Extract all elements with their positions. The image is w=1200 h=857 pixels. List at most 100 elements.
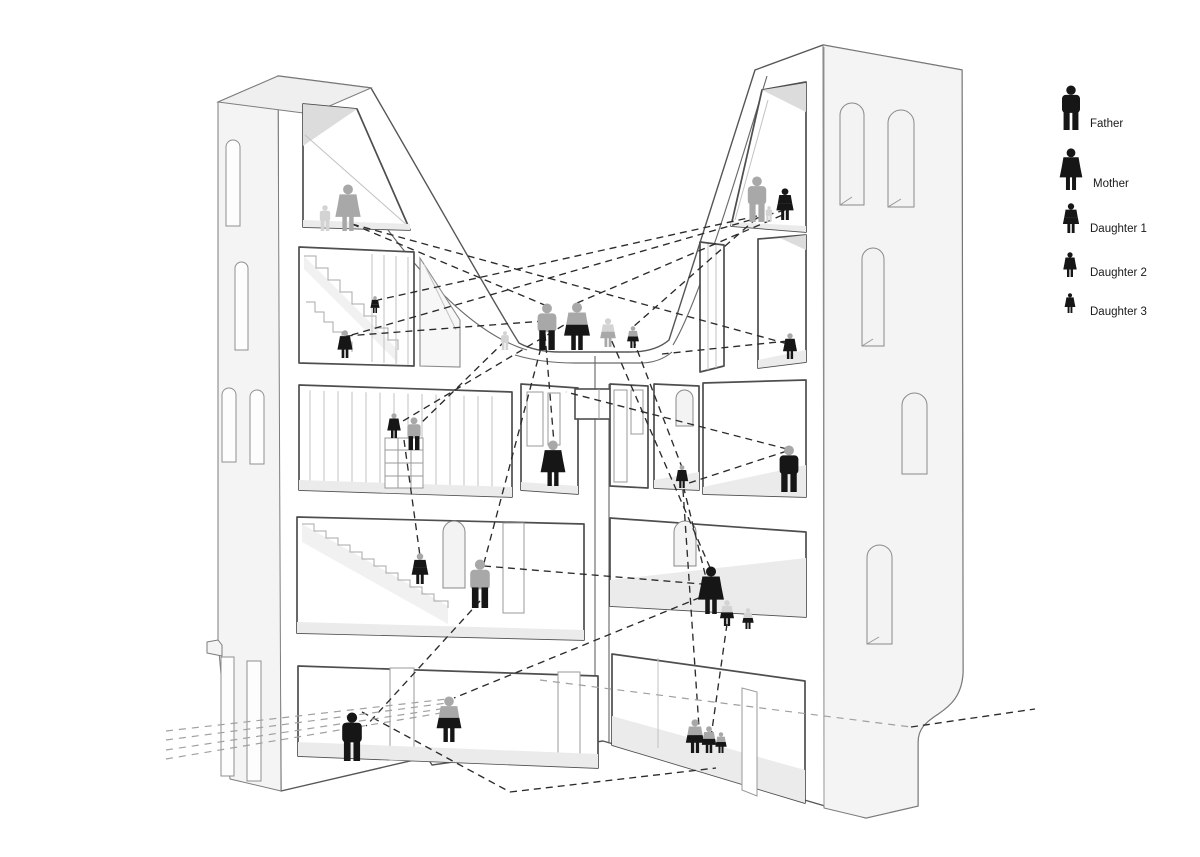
figure-floor2-father <box>470 559 490 608</box>
arch-window <box>249 389 265 465</box>
sight-line <box>606 329 712 571</box>
ceiling-shade <box>303 104 357 146</box>
legend: Father Mother Daughter 1 Daughter 2 Daug… <box>1059 85 1147 318</box>
figure-ground-daughter-2 <box>701 726 717 753</box>
arch-window <box>234 261 249 351</box>
sight-line <box>632 217 758 328</box>
legend-label-mother: Mother <box>1093 178 1129 190</box>
legend-icons <box>1059 85 1083 313</box>
slot-window <box>220 656 235 777</box>
ceiling-shade <box>762 83 806 112</box>
sight-line <box>483 565 703 585</box>
window-sill <box>861 338 874 347</box>
figure-terrace-mother <box>564 302 590 350</box>
arch-window <box>861 247 885 347</box>
sight-line <box>361 711 511 793</box>
exterior-windows <box>220 102 928 782</box>
figure-floor3-daughter-3 <box>675 465 689 488</box>
sight-lines-gray <box>165 679 912 760</box>
sight-line-exterior <box>165 698 448 732</box>
left-tower-ledge <box>206 639 223 657</box>
arch-window <box>887 109 915 208</box>
pier <box>389 667 415 761</box>
sight-line <box>365 600 481 727</box>
figure-ground-daughter-3 <box>715 732 727 753</box>
sight-line <box>351 223 789 345</box>
arch-window <box>225 139 241 227</box>
sight-line <box>403 439 421 557</box>
sight-line <box>397 318 575 425</box>
sight-line <box>377 215 758 301</box>
slot-window <box>246 660 262 782</box>
figure-floor2-daughter-3 <box>742 608 754 629</box>
figure-attic-right-child <box>765 206 773 222</box>
figure-attic-right-parent <box>747 176 767 222</box>
left-tower-roof-face <box>216 75 373 115</box>
figure-floor2-mother <box>698 566 724 614</box>
room-floor4-right-a <box>699 241 725 373</box>
sight-line-exterior <box>165 707 448 751</box>
window-sill <box>887 198 902 208</box>
window-sill <box>839 196 853 206</box>
figure-floor3-mother <box>540 440 566 486</box>
floor-shade <box>297 622 584 640</box>
sight-line-exterior <box>165 711 448 760</box>
legend-icon-daughter-1 <box>1062 203 1080 233</box>
staircase-steps <box>304 255 399 350</box>
sight-line <box>576 213 786 304</box>
pier <box>557 671 581 765</box>
legend-icon-father <box>1062 85 1080 130</box>
figure-terrace-child <box>501 331 509 350</box>
figure-stair-room-daughter <box>370 296 380 313</box>
figure-attic-left-child <box>319 205 331 231</box>
arch-window <box>221 387 237 463</box>
figure-floor2-daughter-2 <box>719 600 735 626</box>
floor-shade <box>758 350 806 368</box>
figure-floor4-right-daughter <box>782 333 798 359</box>
arch-window <box>901 392 928 475</box>
figure-ground-daughter-1 <box>685 719 705 753</box>
sight-line-exterior <box>165 702 448 741</box>
legend-label-father: Father <box>1090 118 1123 130</box>
room-floor2-left <box>296 516 585 641</box>
grand-staircase-steps <box>302 523 449 608</box>
figures-layer <box>319 176 799 761</box>
figure-floor3-father <box>779 445 799 492</box>
sight-line <box>509 767 717 793</box>
pier <box>741 687 758 797</box>
terrace-slab-edge <box>514 351 673 364</box>
window-sill <box>866 636 880 645</box>
figure-terrace-daughter-1 <box>600 318 616 347</box>
roof-underside-line <box>304 134 409 227</box>
figure-terrace-daughter-2 <box>627 326 639 348</box>
legend-label-daughter-3: Daughter 3 <box>1090 306 1147 318</box>
figure-stair-room-mother <box>337 330 353 358</box>
sight-line <box>685 450 788 485</box>
figure-terrace-father <box>537 303 557 350</box>
sight-line <box>543 321 555 444</box>
sight-line <box>347 209 786 337</box>
figure-ladder-father <box>407 417 421 450</box>
floor-shade <box>731 222 806 232</box>
floor-shade <box>298 742 598 768</box>
right-roof-inner-slope <box>672 75 768 346</box>
roof-underside-line <box>734 99 769 221</box>
stair-mass <box>302 524 448 624</box>
sight-line <box>910 708 1036 728</box>
figure-ground-father <box>342 712 362 761</box>
glass-line <box>423 263 457 331</box>
door-panel <box>613 389 628 483</box>
legend-icon-daughter-3 <box>1064 293 1076 313</box>
floor-shade <box>703 465 806 497</box>
sight-line <box>709 623 728 745</box>
arch-doorway <box>442 520 466 589</box>
sight-line <box>483 324 548 564</box>
stair-mass <box>304 256 398 363</box>
legend-icon-mother <box>1059 148 1083 190</box>
sight-line <box>345 320 545 337</box>
sight-line <box>415 340 506 429</box>
door-panel <box>526 391 544 447</box>
arch-opening <box>675 389 694 427</box>
